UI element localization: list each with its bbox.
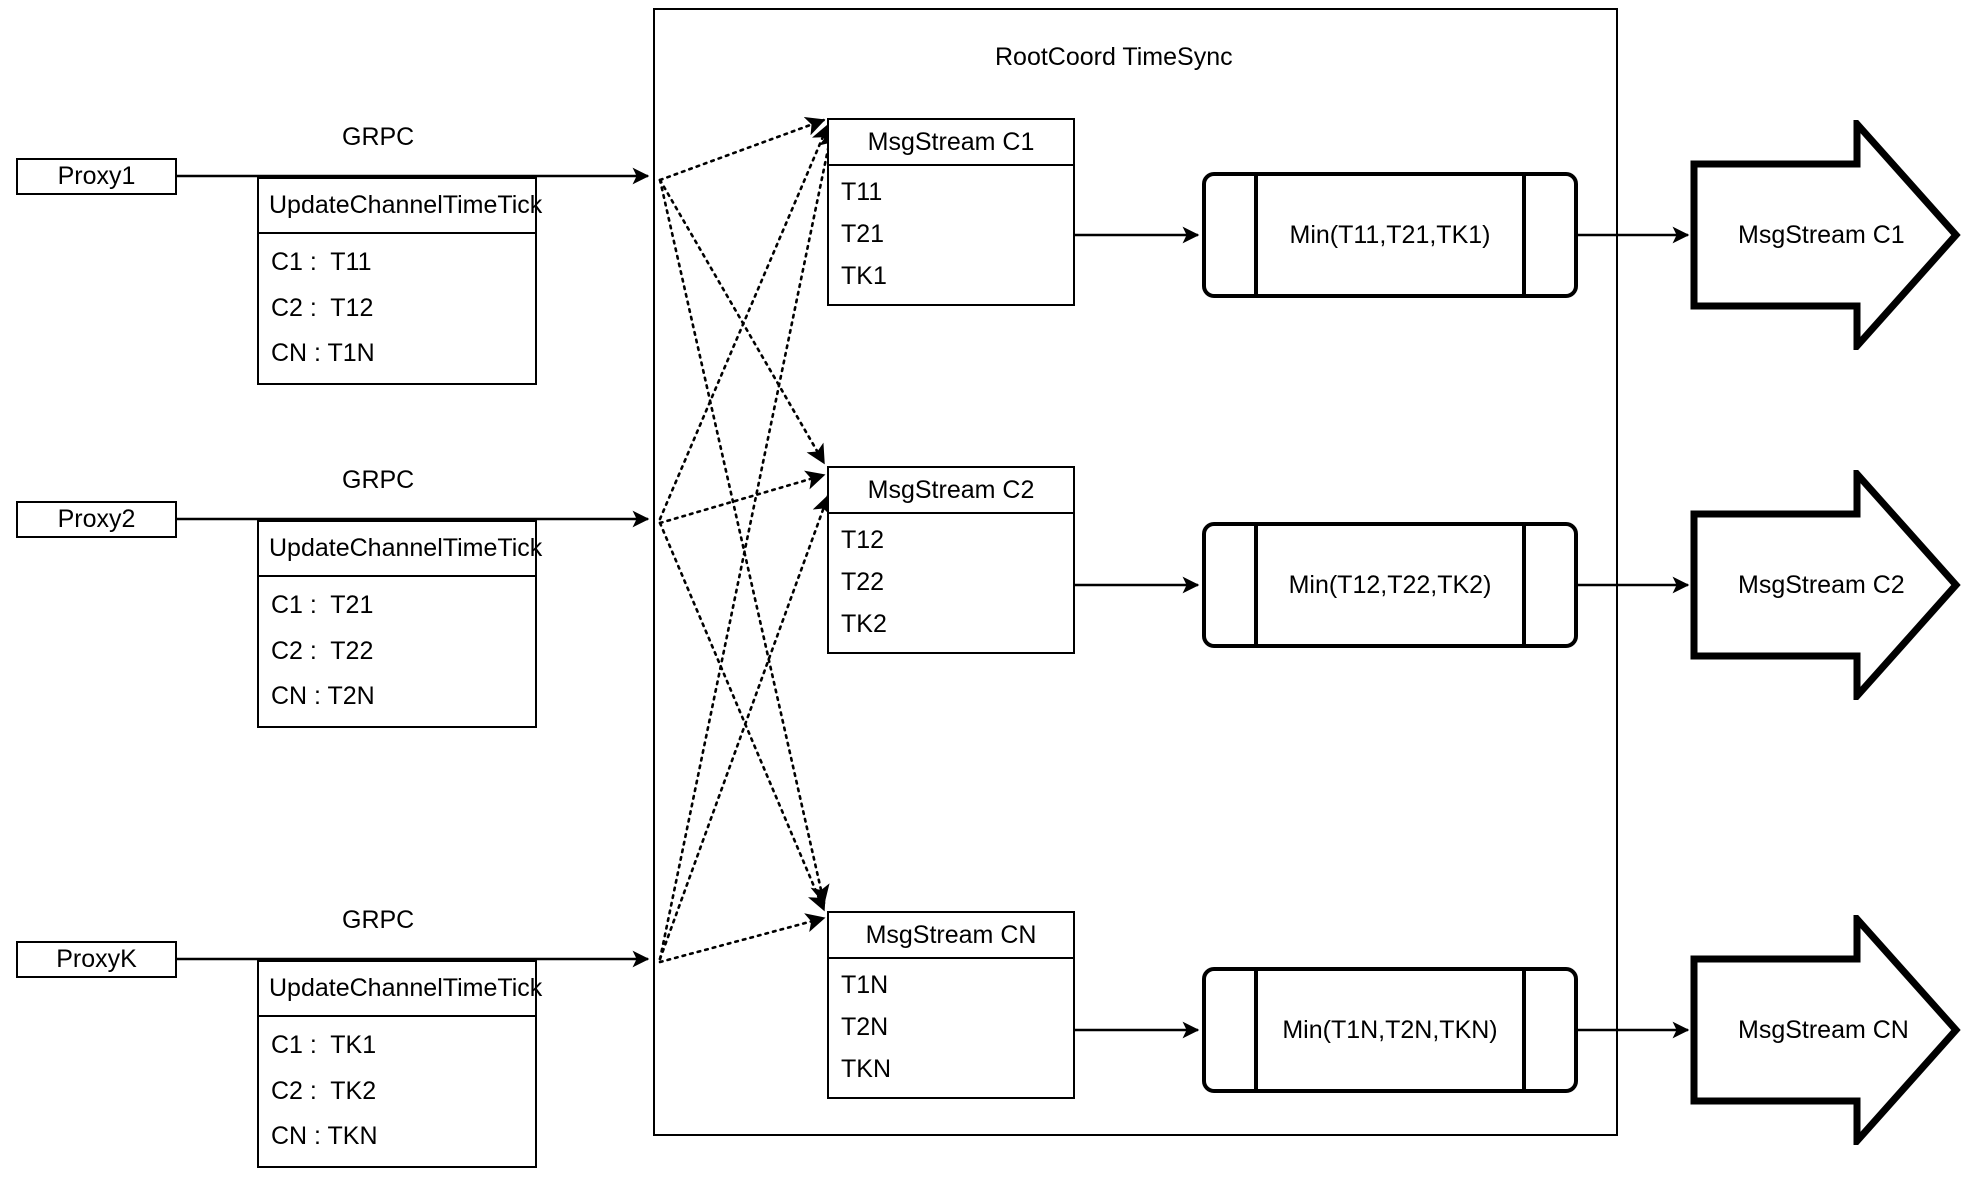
table-row: T22: [841, 568, 885, 597]
msgstream-body-cn: T1N T2N TKN: [829, 959, 1073, 1097]
output-block-arrow-c1: MsgStream C1: [1690, 120, 1962, 350]
table-row: T21: [841, 220, 885, 249]
msgstream-table-cn: MsgStream CN T1N T2N TKN: [827, 911, 1075, 1099]
min-process-c1: Min(T11,T21,TK1): [1202, 172, 1578, 298]
min-process-label-c2: Min(T12,T22,TK2): [1288, 570, 1492, 599]
table-row: C2 : T12: [271, 293, 374, 322]
table-row: T11: [841, 178, 883, 207]
proxy-box-k[interactable]: ProxyK: [16, 941, 177, 978]
table-header-1: UpdateChannelTimeTick: [259, 179, 542, 234]
table-row: T12: [841, 526, 885, 555]
min-process-c2: Min(T12,T22,TK2): [1202, 522, 1578, 648]
msgstream-table-c2: MsgStream C2 T12 T22 TK2: [827, 466, 1075, 654]
table-row: CN : T2N: [271, 682, 375, 711]
table-row: TK2: [841, 610, 887, 639]
table-body-k: C1 : TK1 C2 : TK2 CN : TKN: [259, 1017, 535, 1166]
table-row: C1 : T11: [271, 248, 372, 277]
msgstream-body-c2: T12 T22 TK2: [829, 514, 1073, 652]
min-process-label-cn: Min(T1N,T2N,TKN): [1282, 1015, 1498, 1044]
proxy-box-1[interactable]: Proxy1: [16, 158, 177, 195]
output-block-arrow-label-c2: MsgStream C2: [1738, 570, 1905, 599]
table-row: C2 : T22: [271, 636, 374, 665]
table-row: T2N: [841, 1013, 889, 1042]
table-row: T1N: [841, 971, 889, 1000]
table-row: TK1: [841, 262, 887, 291]
block-arrow-shape: [1690, 470, 1961, 700]
output-block-arrow-cn: MsgStream CN: [1690, 915, 1962, 1145]
table-row: C2 : TK2: [271, 1076, 377, 1105]
grpc-label-2: GRPC: [342, 466, 415, 494]
output-block-arrow-label-cn: MsgStream CN: [1738, 1015, 1909, 1044]
msgstream-header-cn: MsgStream CN: [829, 913, 1073, 959]
min-process-cn: Min(T1N,T2N,TKN): [1202, 967, 1578, 1093]
update-channel-timetick-table-k: UpdateChannelTimeTick C1 : TK1 C2 : TK2 …: [257, 960, 542, 1168]
table-row: CN : T1N: [271, 339, 375, 368]
table-body-2: C1 : T21 C2 : T22 CN : T2N: [259, 577, 535, 726]
block-arrow-shape: [1690, 915, 1961, 1145]
table-row: CN : TKN: [271, 1122, 378, 1151]
table-row: C1 : T21: [271, 591, 374, 620]
grpc-label-1: GRPC: [342, 123, 415, 151]
output-block-arrow-c2: MsgStream C2: [1690, 470, 1962, 700]
msgstream-body-c1: T11 T21 TK1: [829, 166, 1073, 304]
proxy-box-2[interactable]: Proxy2: [16, 501, 177, 538]
min-process-label-c1: Min(T11,T21,TK1): [1289, 220, 1491, 249]
update-channel-timetick-table-1: UpdateChannelTimeTick C1 : T11 C2 : T12 …: [257, 177, 542, 385]
msgstream-header-c1: MsgStream C1: [829, 120, 1073, 166]
table-header-2: UpdateChannelTimeTick: [259, 522, 542, 577]
output-block-arrow-label-c1: MsgStream C1: [1738, 220, 1905, 249]
table-row: C1 : TK1: [271, 1031, 377, 1060]
grpc-label-k: GRPC: [342, 906, 415, 934]
rootcoord-timesync-container: [653, 8, 1618, 1136]
update-channel-timetick-table-2: UpdateChannelTimeTick C1 : T21 C2 : T22 …: [257, 520, 542, 728]
table-row: TKN: [841, 1055, 891, 1084]
block-arrow-shape: [1690, 120, 1961, 350]
table-body-1: C1 : T11 C2 : T12 CN : T1N: [259, 234, 535, 383]
table-header-k: UpdateChannelTimeTick: [259, 962, 542, 1017]
rootcoord-timesync-title: RootCoord TimeSync: [995, 43, 1233, 71]
msgstream-table-c1: MsgStream C1 T11 T21 TK1: [827, 118, 1075, 306]
msgstream-header-c2: MsgStream C2: [829, 468, 1073, 514]
